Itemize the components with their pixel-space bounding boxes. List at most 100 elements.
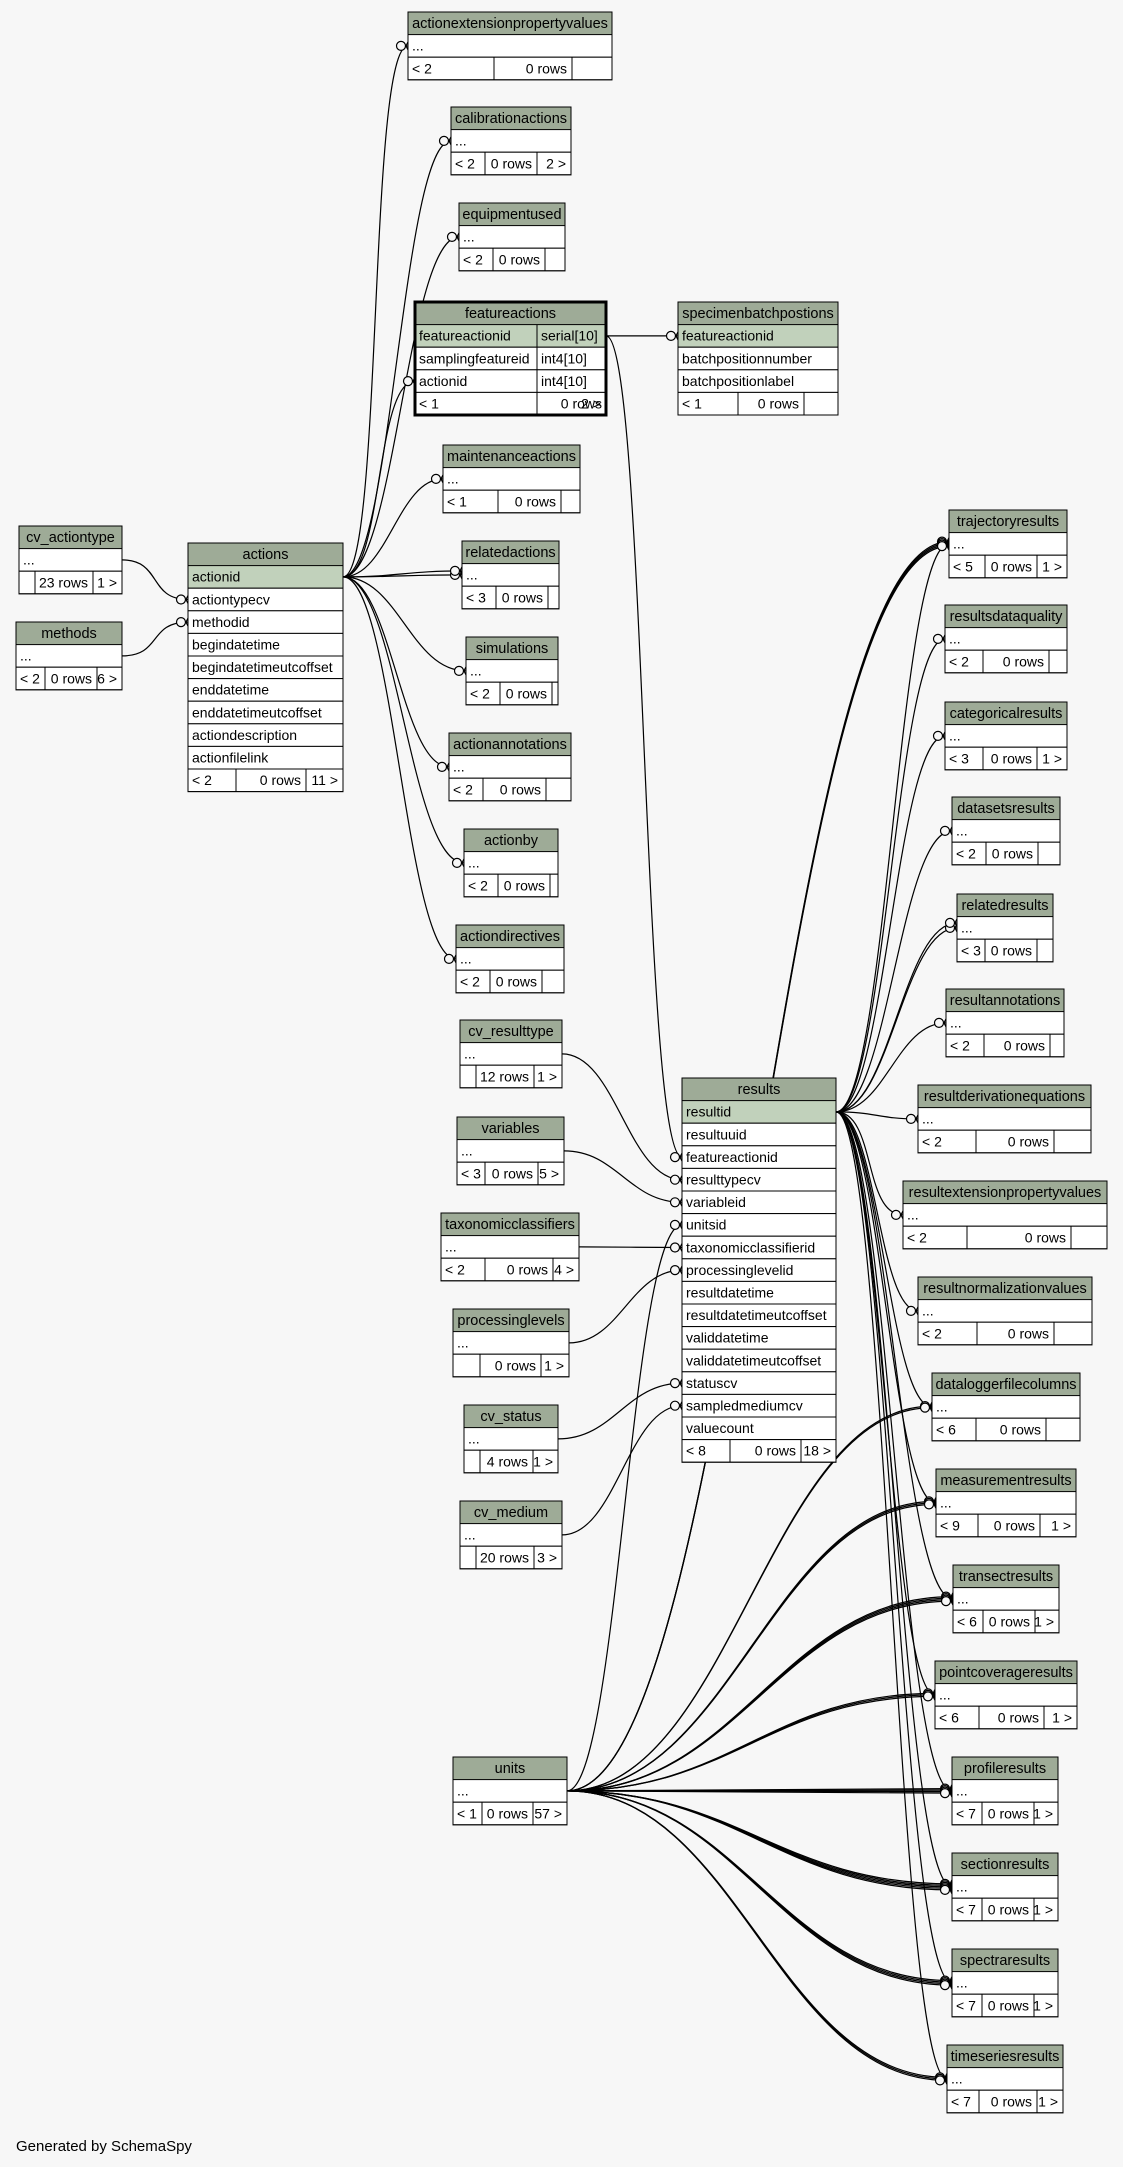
children-count[interactable]: 1 > <box>1051 1517 1071 1533</box>
children-count[interactable]: 18 > <box>803 1443 831 1459</box>
parents-count[interactable]: < 3 <box>949 750 969 766</box>
parents-count[interactable]: < 6 <box>939 1709 959 1725</box>
parents-count[interactable]: < 7 <box>956 1901 976 1917</box>
parents-count[interactable]: < 8 <box>686 1443 706 1459</box>
parents-count[interactable]: < 2 <box>956 845 976 861</box>
optional-marker <box>934 2075 946 2086</box>
parents-count[interactable]: < 5 <box>953 558 973 574</box>
children-count[interactable]: 1 > <box>1034 1613 1054 1629</box>
table-border <box>931 1372 1081 1442</box>
parents-count[interactable]: < 6 <box>936 1421 956 1437</box>
parents-count[interactable]: < 2 <box>463 251 483 267</box>
children-count[interactable]: 57 > <box>534 1805 562 1821</box>
parents-count[interactable]: < 1 <box>682 396 702 412</box>
children-count[interactable]: 2 > <box>581 396 601 412</box>
parents-count[interactable]: < 2 <box>453 781 473 797</box>
table-results[interactable]: resultsresultidresultuuidfeatureactionid… <box>681 1077 837 1463</box>
parents-count[interactable]: < 3 <box>961 942 981 958</box>
parents-count[interactable]: < 3 <box>466 589 486 605</box>
children-count[interactable]: 1 > <box>1033 1805 1053 1821</box>
children-count[interactable]: 3 > <box>537 1549 557 1565</box>
parents-count[interactable]: < 2 <box>470 685 490 701</box>
parents-count[interactable]: < 2 <box>460 973 480 989</box>
table-header <box>957 894 1053 917</box>
children-count[interactable]: 1 > <box>1042 750 1062 766</box>
children-count[interactable]: 1 > <box>1042 558 1062 574</box>
children-count[interactable]: 11 > <box>311 772 338 788</box>
parents-count[interactable]: < 2 <box>468 877 488 893</box>
column-name: ... <box>464 1046 476 1062</box>
parents-count[interactable]: < 2 <box>192 772 212 788</box>
parents-count[interactable]: < 2 <box>445 1261 465 1277</box>
parents-count[interactable]: < 7 <box>956 1805 976 1821</box>
parents-count[interactable]: < 7 <box>951 2093 971 2109</box>
parents-count[interactable]: < 2 <box>907 1229 927 1245</box>
parents-count[interactable]: < 1 <box>457 1805 477 1821</box>
parents-count[interactable]: < 2 <box>412 60 432 76</box>
parents-count[interactable]: < 3 <box>461 1165 481 1181</box>
parents-count[interactable]: < 2 <box>455 155 475 171</box>
table-specimenbatchpostions[interactable]: specimenbatchpostionsfeatureactionidbatc… <box>677 301 839 416</box>
parents-count[interactable]: < 6 <box>957 1613 977 1629</box>
children-count[interactable]: 1 > <box>97 574 117 590</box>
table-actions[interactable]: actionsactionidactiontypecvmethodidbegin… <box>187 542 344 793</box>
children-count[interactable]: 2 > <box>546 155 566 171</box>
parents-count[interactable]: < 2 <box>949 653 969 669</box>
children-count[interactable]: 1 > <box>1038 2093 1058 2109</box>
children-count[interactable]: 1 > <box>1033 1901 1053 1917</box>
children-count[interactable]: 1 > <box>1033 1997 1053 2013</box>
parents-count[interactable]: < 7 <box>956 1997 976 2013</box>
children-count[interactable]: 5 > <box>539 1165 559 1181</box>
children-count[interactable]: 1 > <box>537 1068 557 1084</box>
parents-count[interactable]: < 2 <box>922 1325 942 1341</box>
children-count[interactable]: 4 > <box>554 1261 574 1277</box>
parents-count[interactable]: < 1 <box>447 493 467 509</box>
children-count[interactable]: 6 > <box>97 670 117 686</box>
children-count[interactable]: 1 > <box>544 1357 564 1373</box>
column-name: ... <box>464 1527 476 1543</box>
children-count[interactable]: 1 > <box>533 1453 553 1469</box>
children-count[interactable]: 1 > <box>1052 1709 1072 1725</box>
parents-count[interactable]: < 2 <box>950 1037 970 1053</box>
parents-count[interactable]: < 2 <box>20 670 40 686</box>
parents-count[interactable]: < 2 <box>922 1133 942 1149</box>
parents-count[interactable]: < 1 <box>419 396 439 412</box>
parents-count[interactable]: < 9 <box>940 1517 960 1533</box>
